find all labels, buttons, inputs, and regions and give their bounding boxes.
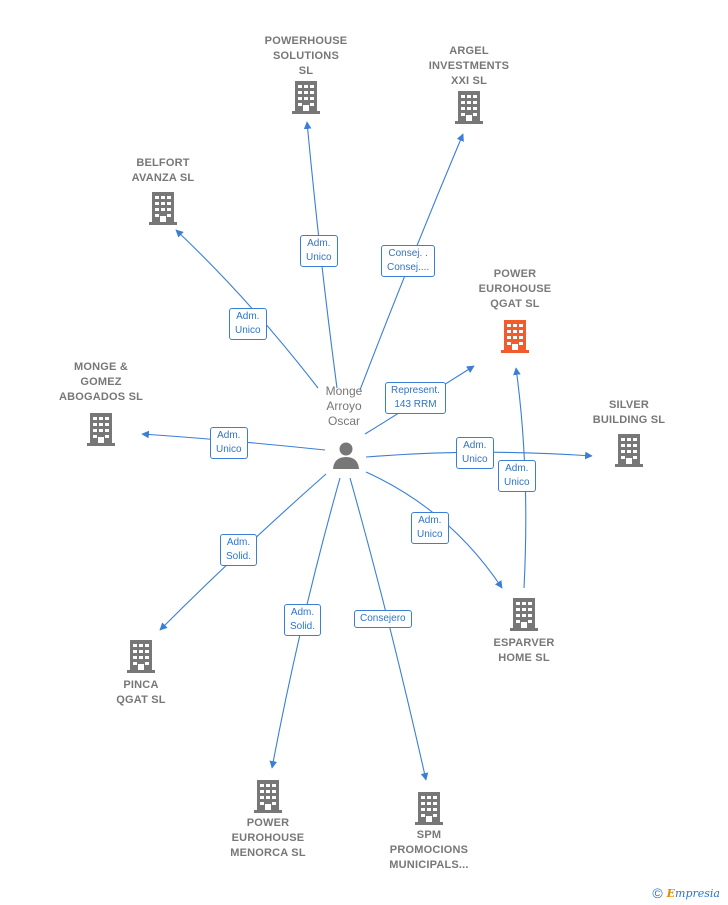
company-spm[interactable]: SPM PROMOCIONS MUNICIPALS... — [370, 790, 488, 873]
relation-label-monge-gomez[interactable]: Adm. Unico — [210, 427, 248, 459]
brand-logo: Empresia — [666, 886, 720, 900]
relation-label-power-qgat[interactable]: Represent. 143 RRM — [385, 382, 446, 414]
building-icon — [455, 91, 483, 124]
company-power-qgat[interactable]: POWER EUROHOUSE QGAT SL — [456, 267, 574, 354]
company-esparver[interactable]: ESPARVER HOME SL — [465, 596, 583, 666]
person-icon[interactable] — [331, 440, 361, 470]
company-name: ESPARVER HOME SL — [493, 637, 555, 664]
edge-belfort — [175, 229, 319, 389]
company-silver[interactable]: SILVER BUILDING SL — [570, 398, 688, 468]
company-pinca[interactable]: PINCA QGAT SL — [82, 638, 200, 708]
company-name: SPM PROMOCIONS MUNICIPALS... — [389, 829, 469, 871]
relation-label-esparver[interactable]: Adm. Unico — [411, 512, 449, 544]
relation-label-pinca[interactable]: Adm. Solid. — [220, 534, 258, 566]
building-icon — [415, 792, 443, 825]
company-name: POWERHOUSE SOLUTIONS SL — [264, 35, 348, 77]
building-icon — [127, 640, 155, 673]
center-person-name[interactable]: Monge Arroyo Oscar — [325, 384, 363, 428]
relation-label-esparver-power-qgat[interactable]: Adm. Unico — [498, 460, 536, 492]
footer-brand[interactable]: © Empresia — [652, 885, 720, 901]
company-name: ARGEL INVESTMENTS XXI SL — [428, 45, 510, 87]
company-argel[interactable]: ARGEL INVESTMENTS XXI SL — [410, 44, 528, 125]
building-icon — [254, 780, 282, 813]
company-belfort[interactable]: BELFORT AVANZA SL — [104, 156, 222, 226]
company-name: SILVER BUILDING SL — [592, 399, 666, 426]
company-name: POWER EUROHOUSE MENORCA SL — [230, 817, 306, 859]
relation-label-silver[interactable]: Adm. Unico — [456, 437, 494, 469]
building-icon — [149, 192, 177, 225]
company-power-menorca[interactable]: POWER EUROHOUSE MENORCA SL — [209, 778, 327, 861]
building-icon — [615, 434, 643, 467]
company-name: POWER EUROHOUSE QGAT SL — [478, 268, 552, 310]
relation-label-argel[interactable]: Consej. . Consej.... — [381, 245, 436, 277]
relation-label-belfort[interactable]: Adm. Unico — [229, 308, 267, 340]
building-icon — [501, 320, 529, 353]
company-monge-gomez[interactable]: MONGE & GOMEZ ABOGADOS SL — [42, 360, 160, 447]
building-icon — [510, 598, 538, 631]
company-name: BELFORT AVANZA SL — [131, 157, 195, 184]
copyright-icon: © — [652, 885, 663, 901]
company-powerhouse[interactable]: POWERHOUSE SOLUTIONS SL — [247, 34, 365, 115]
relation-label-spm[interactable]: Consejero — [354, 610, 412, 628]
building-icon — [87, 413, 115, 446]
building-icon — [292, 81, 320, 114]
company-name: MONGE & GOMEZ ABOGADOS SL — [58, 361, 144, 403]
relation-label-powerhouse[interactable]: Adm. Unico — [300, 235, 338, 267]
relation-label-power-menorca[interactable]: Adm. Solid. — [284, 604, 322, 636]
company-name: PINCA QGAT SL — [116, 679, 166, 706]
